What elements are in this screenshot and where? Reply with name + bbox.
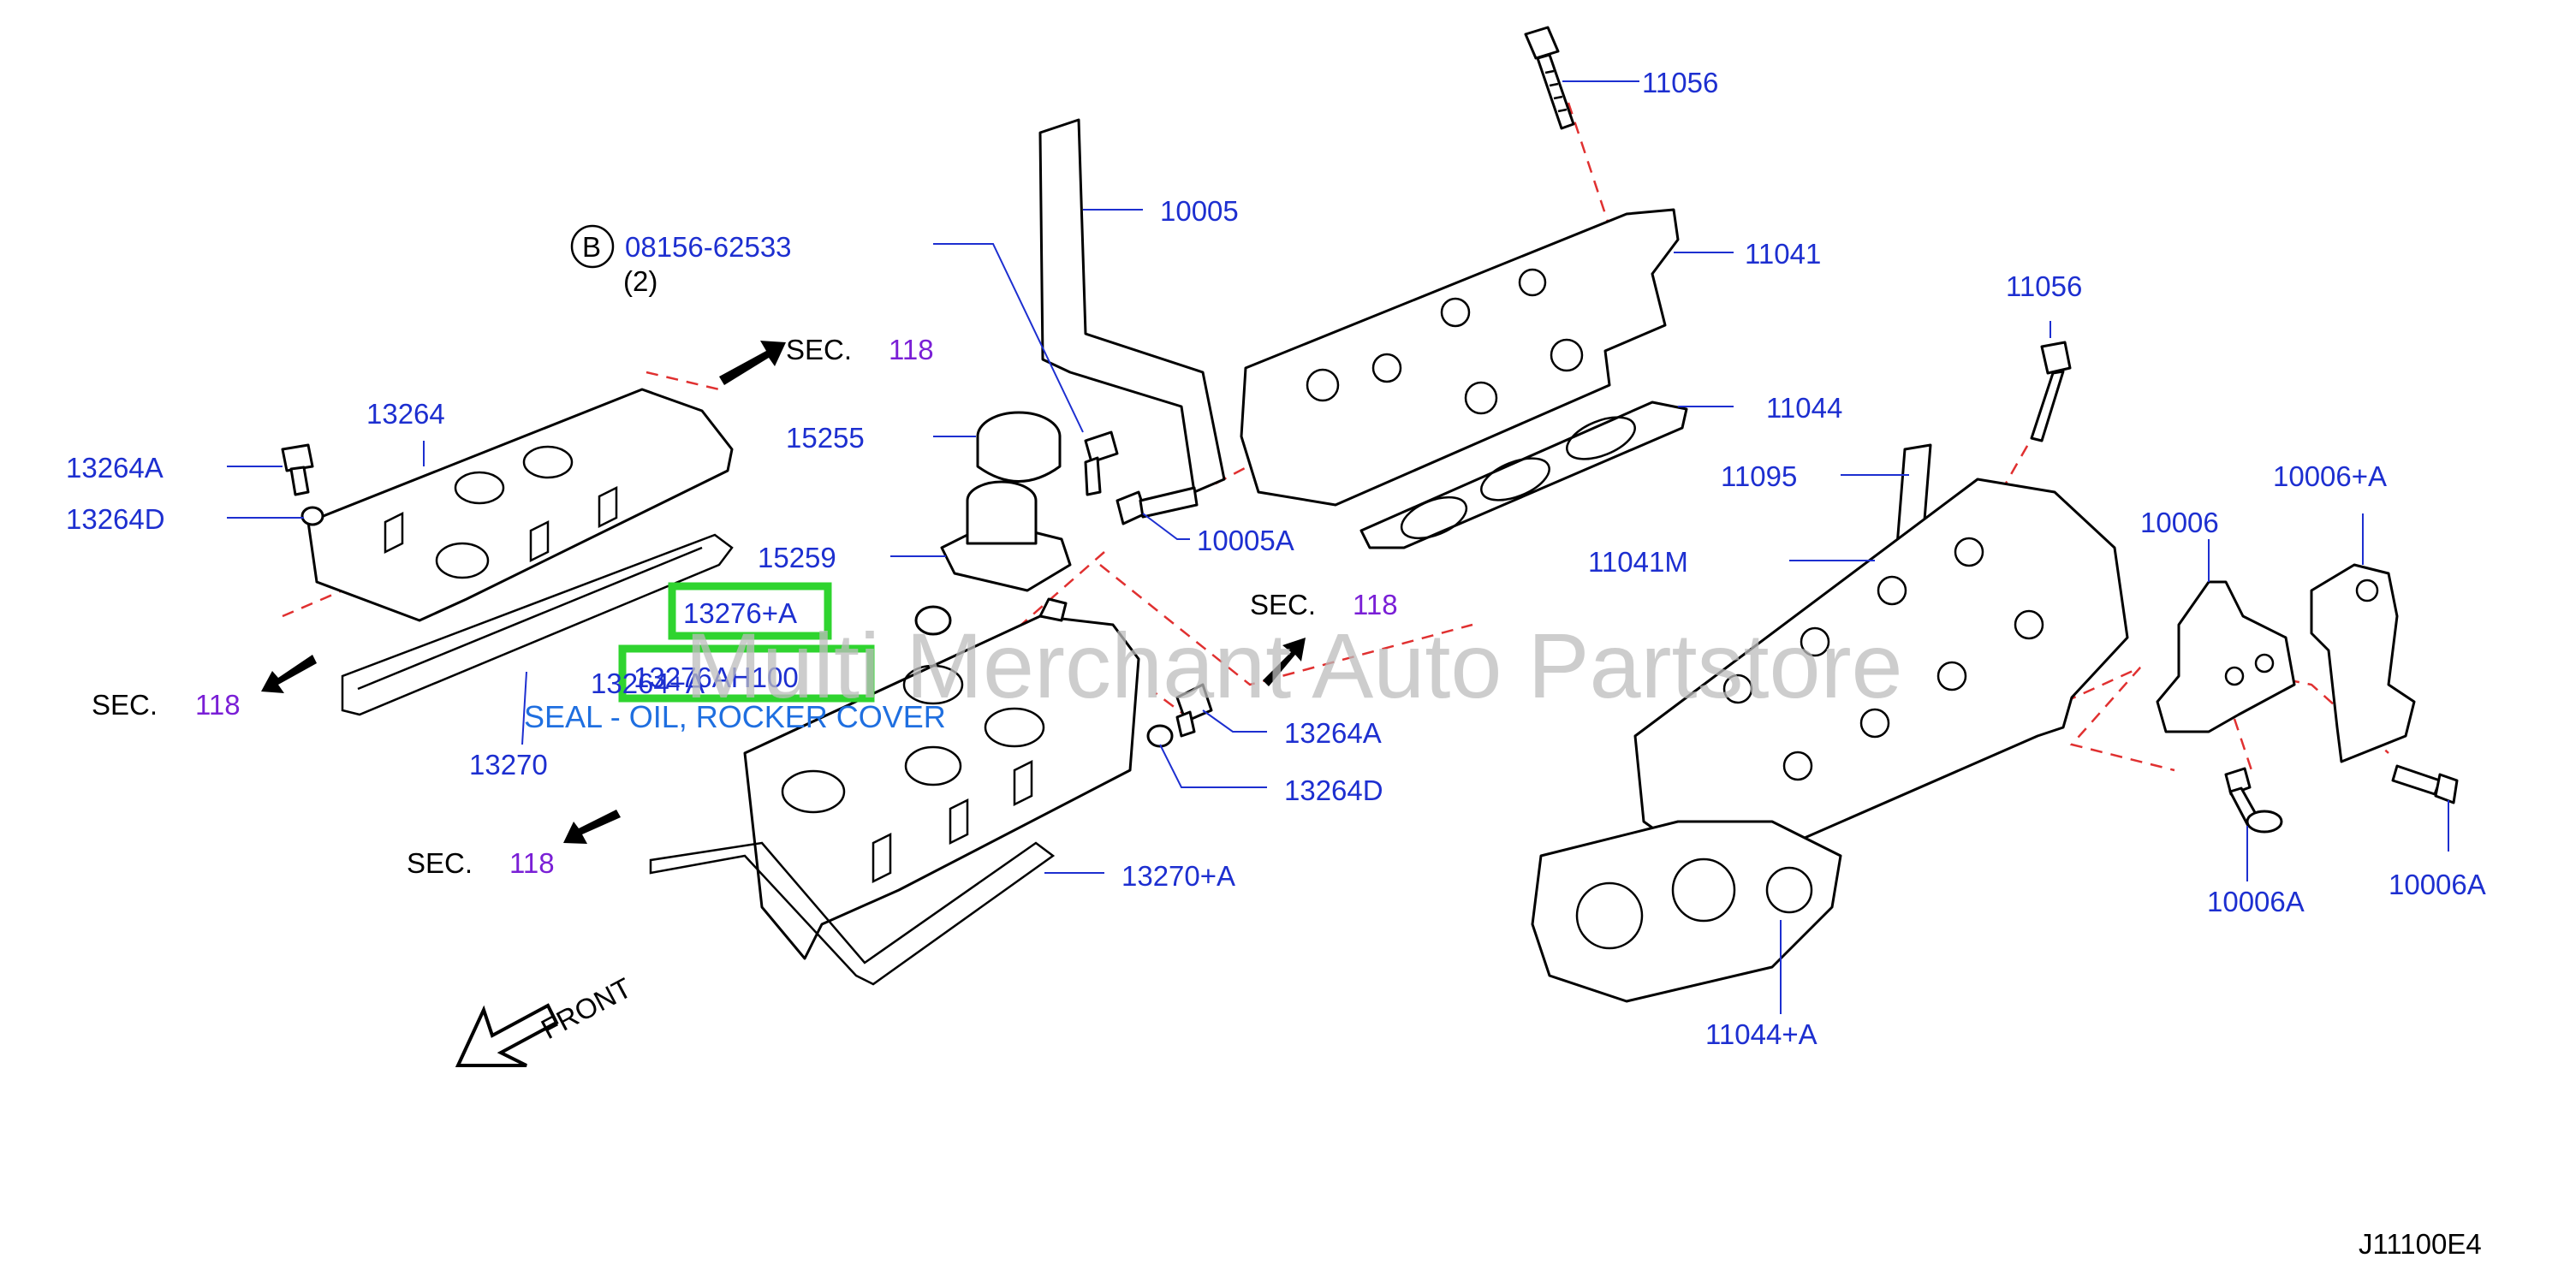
label-13276A[interactable]: 13276+A bbox=[683, 597, 797, 629]
bolt-10006A-left bbox=[2224, 767, 2283, 834]
sec-arrow-bottom-left bbox=[563, 810, 621, 844]
head-11041-ports bbox=[1306, 268, 1584, 415]
bolt-11056-top bbox=[1524, 26, 1575, 130]
gasket-13270A bbox=[649, 841, 1056, 986]
label-13264-plus-A[interactable]: 13264+A bbox=[591, 668, 705, 699]
bolt-13264A-left bbox=[281, 443, 324, 526]
bolt-badge-icon bbox=[570, 224, 615, 269]
gasket-11044 bbox=[1359, 401, 1688, 549]
label-13270-plus-A[interactable]: 13270+A bbox=[1121, 860, 1235, 892]
gasket-13270 bbox=[341, 533, 734, 716]
front-arrow-icon bbox=[455, 1003, 559, 1067]
label-10006A-left[interactable]: 10006A bbox=[2207, 886, 2305, 917]
sec-ref-2-number[interactable]: 118 bbox=[1353, 589, 1398, 620]
label-13264D-right[interactable]: 13264D bbox=[1284, 774, 1383, 806]
bolt-11056-mid bbox=[2030, 341, 2072, 442]
bolt-13264A-right bbox=[1146, 683, 1213, 748]
label-11095[interactable]: 11095 bbox=[1721, 460, 1797, 492]
diagram-code: J11100E4 bbox=[2359, 1228, 2482, 1260]
label-10006A-right[interactable]: 10006A bbox=[2389, 869, 2486, 900]
seal-13276 bbox=[914, 605, 952, 636]
sec-ref-3-prefix: SEC. bbox=[92, 689, 158, 721]
label-11056-mid[interactable]: 11056 bbox=[2006, 270, 2082, 302]
sec-ref-1-number[interactable]: 118 bbox=[889, 334, 934, 365]
rocker-cover-13264 bbox=[306, 388, 734, 622]
bolt-08156 bbox=[1084, 430, 1119, 496]
sec-arrows bbox=[261, 341, 1306, 1067]
watermark: Multi Merchant Auto Partstore bbox=[685, 614, 1903, 717]
cylinder-head-11041 bbox=[1240, 208, 1680, 507]
gasket-11044A-bores bbox=[1575, 858, 1813, 950]
label-15255[interactable]: 15255 bbox=[786, 422, 865, 454]
label-08156-62533[interactable]: 08156-62533 bbox=[625, 231, 792, 263]
mount-10006 bbox=[2156, 580, 2296, 733]
part-drawings bbox=[281, 26, 2459, 1003]
sec-ref-1-prefix: SEC. bbox=[786, 334, 852, 365]
rocker-cover-13264A-details bbox=[781, 597, 1068, 884]
sec-ref-2-prefix: SEC. bbox=[1250, 589, 1316, 620]
label-11044[interactable]: 11044 bbox=[1766, 392, 1842, 424]
part-labels: 11056 10005 B 08156-62533 (2) 11041 1105… bbox=[66, 67, 2486, 1260]
label-10005A[interactable]: 10005A bbox=[1197, 525, 1294, 556]
highlight-box-13276A bbox=[668, 582, 832, 640]
label-10005[interactable]: 10005 bbox=[1160, 195, 1239, 227]
label-11041M[interactable]: 11041M bbox=[1588, 546, 1688, 578]
sec-ref-3-number[interactable]: 118 bbox=[195, 689, 241, 721]
front-label: FRONT bbox=[536, 971, 637, 1045]
bolt-10006A-right bbox=[2391, 764, 2459, 804]
bolt-10005A bbox=[1115, 486, 1199, 525]
label-13276AH100[interactable]: 13276AH100 bbox=[634, 662, 799, 693]
sec-ref-4-prefix: SEC. bbox=[407, 847, 473, 879]
sec-arrow-upper-left bbox=[719, 341, 786, 385]
label-10006[interactable]: 10006 bbox=[2140, 507, 2219, 538]
label-13264D-left[interactable]: 13264D bbox=[66, 503, 165, 535]
sec-ref-4-number[interactable]: 118 bbox=[509, 847, 555, 879]
highlight-box-13276AH100 bbox=[618, 644, 875, 703]
filler-neck-15259 bbox=[940, 480, 1072, 592]
rocker-cover-13264A bbox=[743, 614, 1140, 960]
oil-cap-15255 bbox=[976, 411, 1062, 483]
sec-arrow-right bbox=[1263, 638, 1306, 686]
sec-references: SEC. 118 SEC. 118 SEC. 118 SEC. 118 bbox=[92, 334, 1398, 879]
seal-description: SEAL - OIL, ROCKER COVER bbox=[524, 699, 946, 734]
leader-lines bbox=[227, 80, 2449, 1014]
sec-arrow-left bbox=[261, 655, 317, 693]
label-13264A-left[interactable]: 13264A bbox=[66, 452, 164, 484]
head-11041M-ports bbox=[1722, 537, 2044, 781]
label-11056-top[interactable]: 11056 bbox=[1642, 67, 1718, 98]
label-13270[interactable]: 13270 bbox=[469, 749, 548, 780]
label-15259[interactable]: 15259 bbox=[758, 542, 836, 573]
gasket-11044-bores bbox=[1400, 416, 1636, 540]
label-13264[interactable]: 13264 bbox=[366, 398, 445, 430]
rocker-cover-13264-details bbox=[384, 445, 618, 579]
bracket-10006A bbox=[2310, 563, 2416, 763]
label-11044-plus-A[interactable]: 11044+A bbox=[1705, 1018, 1817, 1050]
gasket-11044A bbox=[1531, 820, 1842, 1003]
label-11041[interactable]: 11041 bbox=[1745, 238, 1821, 270]
label-10006A-plus[interactable]: 10006+A bbox=[2273, 460, 2387, 492]
bracket-10005 bbox=[1038, 118, 1226, 494]
bolt-badge-letter: B bbox=[582, 231, 601, 263]
label-qty: (2) bbox=[623, 265, 657, 297]
label-13264A-right[interactable]: 13264A bbox=[1284, 717, 1382, 749]
